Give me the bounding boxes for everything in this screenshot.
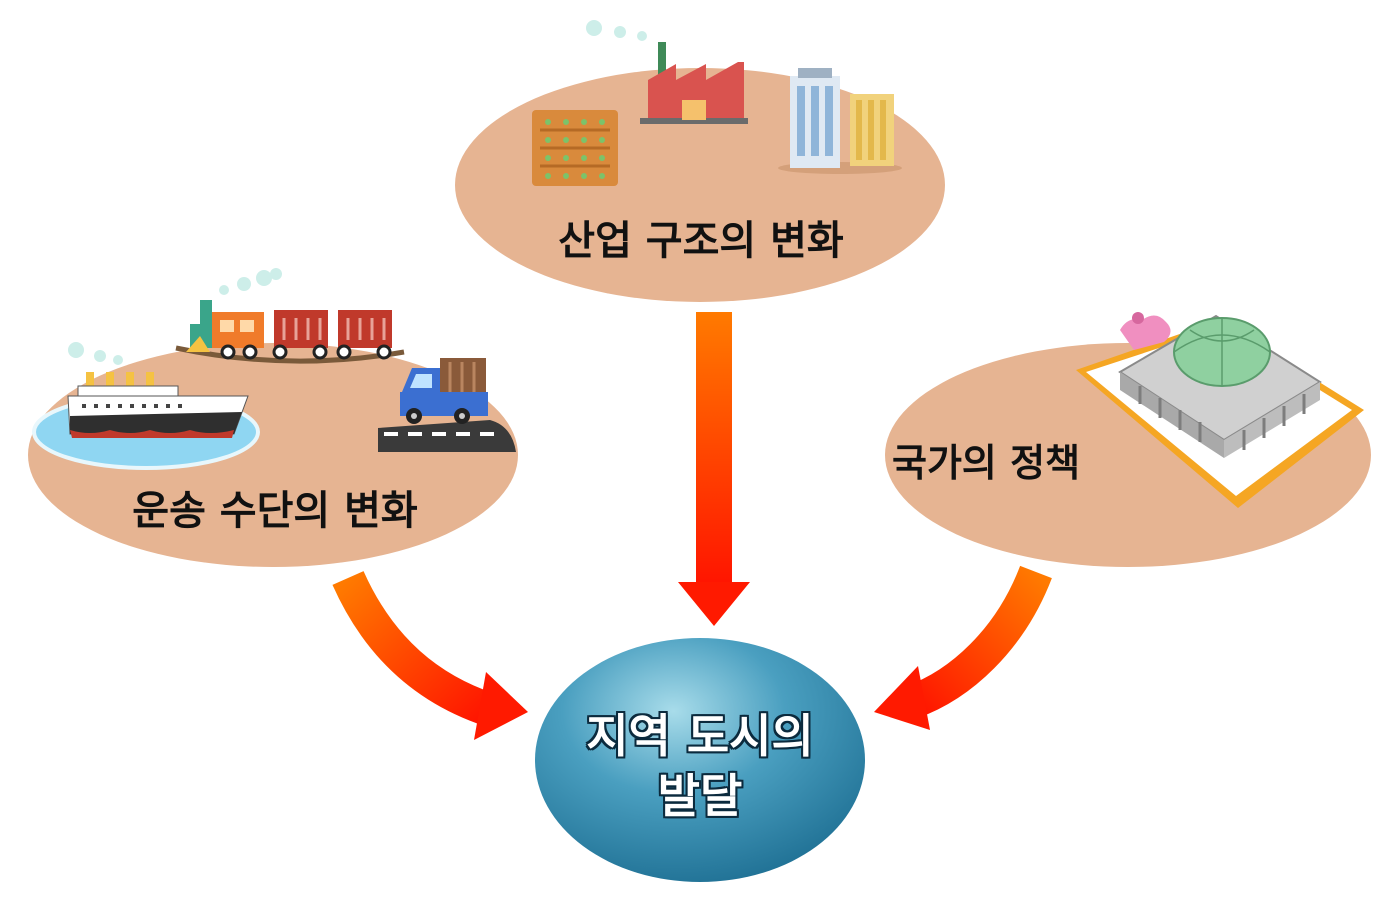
center-label-line1: 지역 도시의 [586, 709, 814, 763]
center-ellipse [535, 638, 865, 882]
office-building-icon [778, 68, 902, 174]
center-label-line2: 발달 [657, 769, 743, 823]
truck-icon [378, 358, 516, 452]
factor-label-policy: 국가의 정책 [892, 441, 1081, 485]
factory-icon [586, 20, 748, 124]
train-icon [175, 268, 405, 364]
arrow-curve-left-icon [332, 570, 528, 740]
factor-label-transport: 운송 수단의 변화 [132, 488, 418, 534]
farm-field-icon [532, 110, 618, 186]
factor-label-industry: 산업 구조의 변화 [558, 218, 844, 264]
center-label: 지역 도시의 발달 [530, 706, 870, 826]
ship-icon [32, 342, 260, 470]
national-assembly-building-icon [1118, 314, 1322, 458]
arrow-curve-right-icon [874, 565, 1052, 730]
arrow-down-icon [678, 312, 750, 626]
